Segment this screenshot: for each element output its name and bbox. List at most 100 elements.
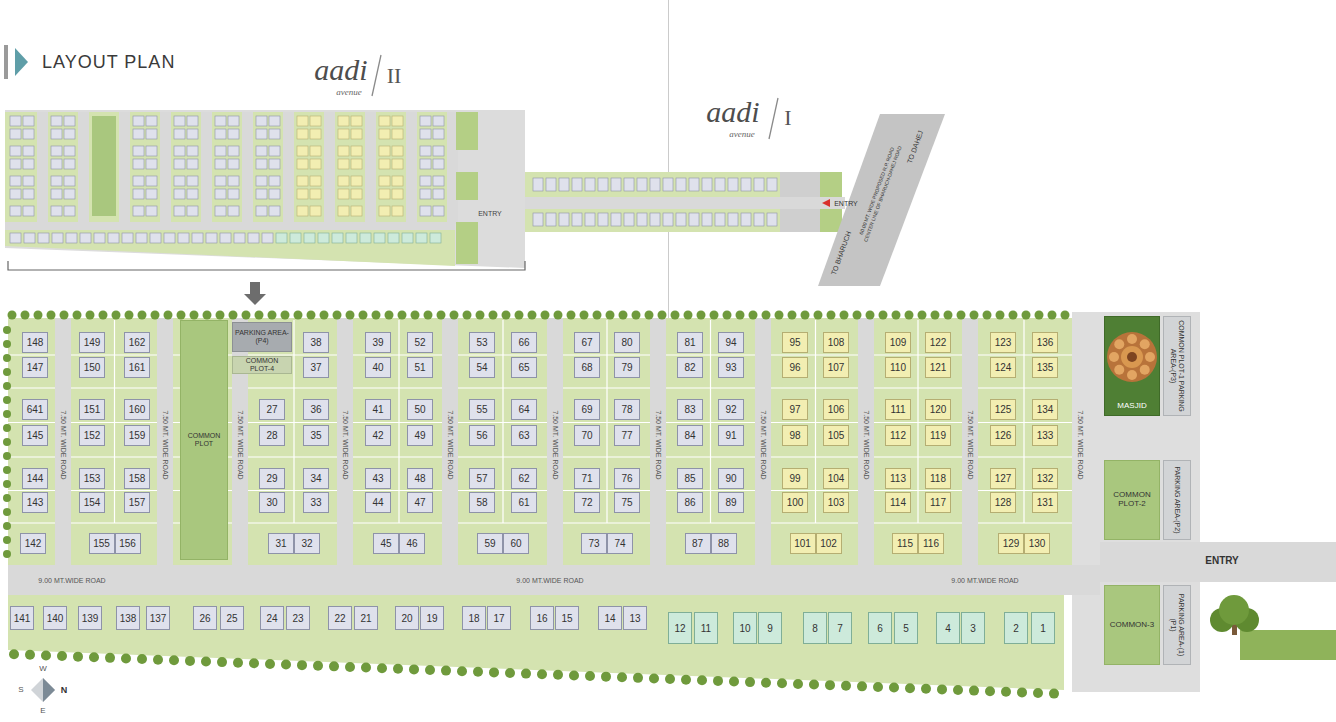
- mini-plot: [741, 178, 751, 191]
- plot-house: 40: [365, 357, 391, 378]
- mini-road: [406, 112, 417, 224]
- plot-house: 104: [823, 468, 849, 489]
- plot-house: 102: [816, 533, 842, 554]
- plot-house: 135: [1032, 357, 1058, 378]
- lot-line: [606, 320, 607, 523]
- mini-plot: [228, 116, 239, 126]
- mini-plot: [10, 233, 21, 243]
- plot-house: 35: [303, 425, 329, 446]
- mini-plot: [146, 146, 157, 156]
- plot-number: 18: [468, 613, 479, 624]
- mini-plot: [66, 233, 77, 243]
- masjid-illustration: [1140, 365, 1150, 375]
- tree: [217, 657, 227, 667]
- mini-plot: [269, 189, 280, 199]
- mini-plot: [388, 233, 399, 243]
- mini-plot: [689, 213, 699, 226]
- plot-house: 24: [260, 606, 284, 630]
- plot-house: 53: [469, 332, 495, 353]
- mini-plot: [559, 213, 569, 226]
- logo-numeral: I: [784, 107, 791, 129]
- internal-road: [55, 318, 71, 565]
- tree: [281, 311, 290, 320]
- plot-house: 126: [990, 425, 1016, 446]
- tree: [153, 655, 163, 665]
- mini-plot: [304, 233, 315, 243]
- plot-number: 156: [119, 538, 136, 549]
- mini-plot: [215, 146, 226, 156]
- lot-line: [502, 320, 503, 523]
- internal-road: [337, 318, 353, 565]
- plot-house: 18: [462, 606, 486, 630]
- plot-house: 128: [990, 492, 1016, 513]
- mini-plot: [392, 206, 403, 216]
- mini-plot: [228, 176, 239, 186]
- tree: [3, 340, 11, 348]
- mini-plot: [598, 213, 608, 226]
- tree: [242, 311, 251, 320]
- plot-house: 157: [124, 492, 150, 513]
- parking-strip: COMMON PLOT-1 PARKING AREA-(P3): [1163, 316, 1191, 416]
- plot-number: 54: [476, 362, 487, 373]
- mini-plot: [338, 146, 349, 156]
- tree: [762, 311, 771, 320]
- plot-house: 33: [303, 492, 329, 513]
- plot-number: 140: [47, 613, 64, 624]
- masjid-illustration: [1127, 352, 1137, 362]
- mini-road: [78, 112, 89, 224]
- mini-plot: [420, 159, 431, 169]
- plot-house: 152: [79, 425, 105, 446]
- plot-house: 31: [268, 533, 294, 554]
- plot-number: 85: [684, 473, 695, 484]
- plot-house: 101: [790, 533, 816, 554]
- compass: [43, 678, 55, 702]
- plot-house: 94: [718, 332, 744, 353]
- mini-plot: [433, 159, 444, 169]
- mini-plot: [146, 189, 157, 199]
- plot-house: 129: [998, 533, 1024, 554]
- tree: [425, 665, 435, 675]
- mini-plot: [23, 129, 34, 139]
- plot-number: 21: [360, 613, 371, 624]
- tree: [970, 311, 979, 320]
- internal-road: [858, 318, 874, 565]
- mini-paving: [780, 209, 820, 232]
- plot-number: 71: [581, 473, 592, 484]
- plot-house: 123: [990, 332, 1016, 353]
- mini-island: [456, 222, 478, 264]
- tree: [697, 675, 707, 685]
- mini-plot: [310, 129, 321, 139]
- plot-house: 116: [918, 533, 944, 554]
- mini-plot: [174, 176, 185, 186]
- plot-number: 93: [725, 362, 736, 373]
- tree: [749, 311, 758, 320]
- plot-number: 37: [310, 362, 321, 373]
- mini-plot: [23, 176, 34, 186]
- mini-plot: [585, 213, 595, 226]
- mini-plot: [256, 146, 267, 156]
- plot-house: 8: [803, 612, 827, 644]
- mini-plot: [133, 206, 144, 216]
- mini-plot: [146, 116, 157, 126]
- tree: [553, 670, 563, 680]
- mini-plot: [318, 233, 329, 243]
- plot-house: 79: [614, 357, 640, 378]
- masjid-illustration: [1114, 365, 1124, 375]
- plot-house: 103: [823, 492, 849, 513]
- plot-number: 148: [27, 337, 44, 348]
- tree: [827, 311, 836, 320]
- mini-plot: [64, 146, 75, 156]
- mini-plot: [174, 206, 185, 216]
- plot-house: 78: [614, 399, 640, 420]
- entry-label: ENTRY: [478, 210, 502, 217]
- plot-house: 134: [1032, 399, 1058, 420]
- plot-house: 641: [22, 399, 48, 420]
- plot-house: 97: [782, 399, 808, 420]
- plot-house: 99: [782, 468, 808, 489]
- tree: [601, 672, 611, 682]
- tree: [268, 311, 277, 320]
- area-label: MASJID: [1117, 402, 1146, 414]
- common-plot: COMMON PLOT-4: [232, 356, 292, 374]
- mini-plot: [256, 206, 267, 216]
- plot-number: 1: [1040, 623, 1046, 634]
